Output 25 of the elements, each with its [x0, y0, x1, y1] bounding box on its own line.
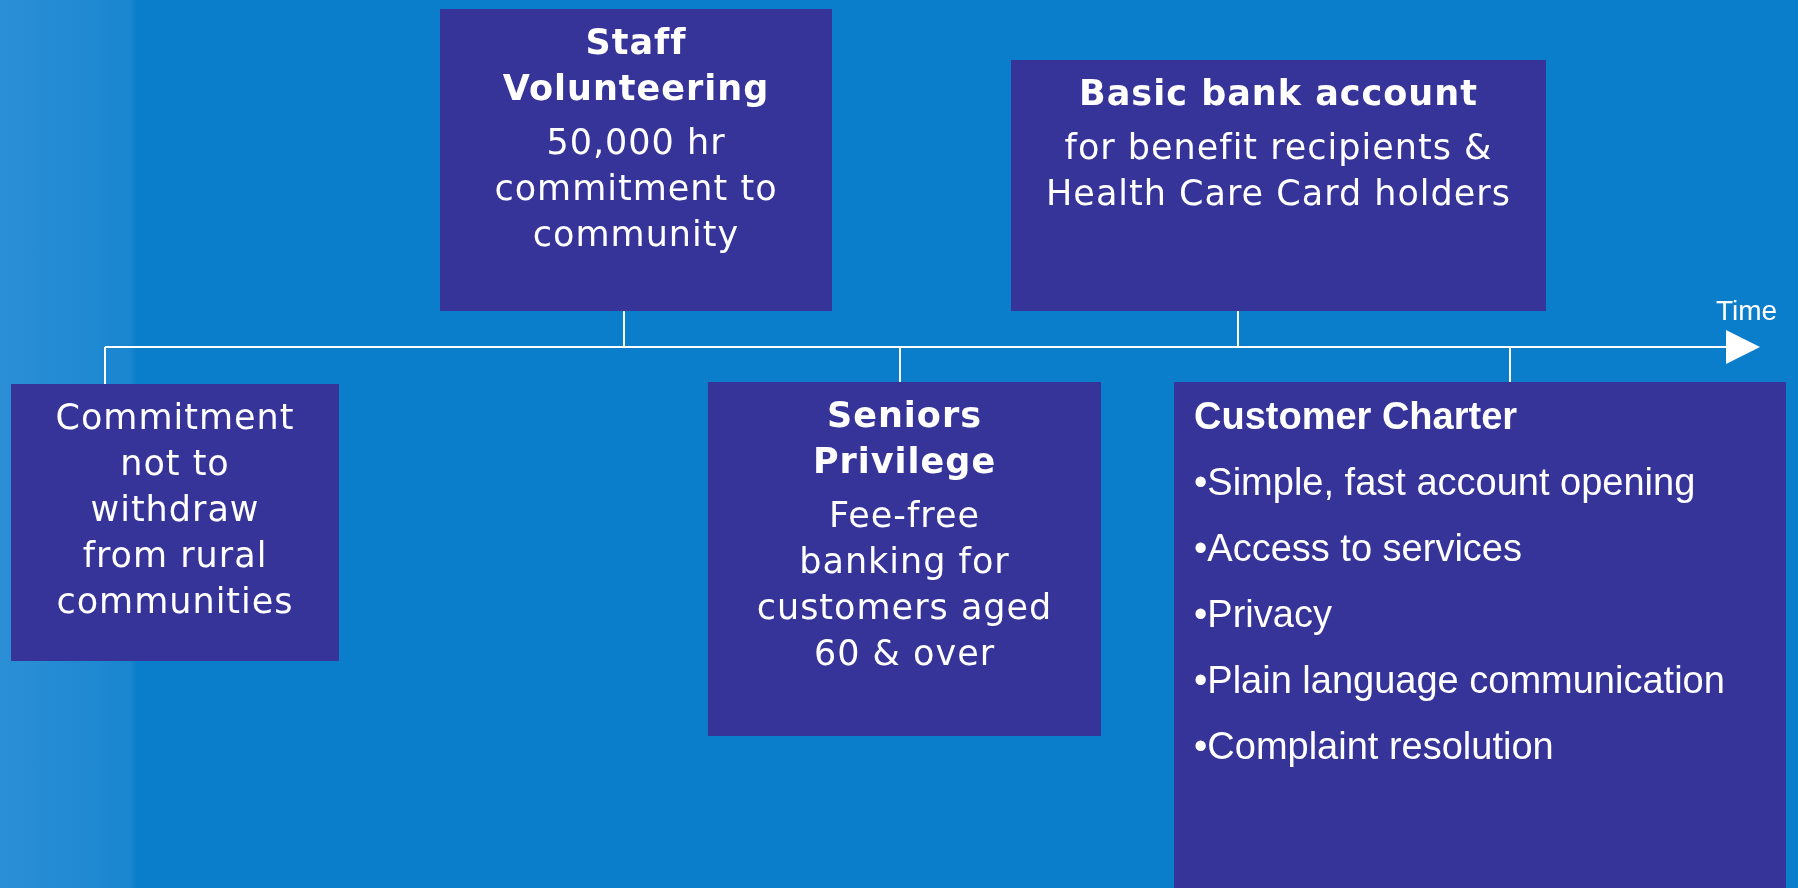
bullet-item: •Simple, fast account opening — [1194, 460, 1697, 504]
bullet-item: •Complaint resolution — [1194, 724, 1555, 768]
time-axis-arrow — [104, 330, 1760, 364]
event-title: Seniors Privilege — [811, 394, 998, 483]
timeline-tick — [104, 346, 106, 385]
bullet-item: •Access to services — [1194, 526, 1523, 570]
event-description: Commitment not to withdraw from rural communities — [54, 396, 296, 623]
event-description: Fee-free banking for customers aged 60 & over — [755, 494, 1054, 675]
event-title: Basic bank account — [1078, 72, 1479, 115]
bullet-item: •Privacy — [1194, 592, 1333, 636]
event-title: Staff Volunteering — [501, 21, 771, 110]
timeline-tick — [899, 346, 901, 383]
timeline-tick — [1237, 310, 1239, 348]
timeline-tick — [623, 310, 625, 348]
event-box — [440, 9, 832, 311]
timeline-tick — [1509, 346, 1511, 383]
event-box — [11, 384, 339, 661]
axis-label: Time — [1716, 295, 1778, 327]
event-box — [708, 382, 1101, 736]
bullet-item: •Plain language communication — [1194, 658, 1726, 702]
event-title: Customer Charter — [1194, 394, 1519, 438]
event-description: 50,000 hr commitment to community — [493, 121, 779, 256]
event-description: for benefit recipients & Health Care Card holders — [1045, 126, 1512, 215]
event-box — [1174, 382, 1786, 888]
event-box — [1011, 60, 1546, 311]
